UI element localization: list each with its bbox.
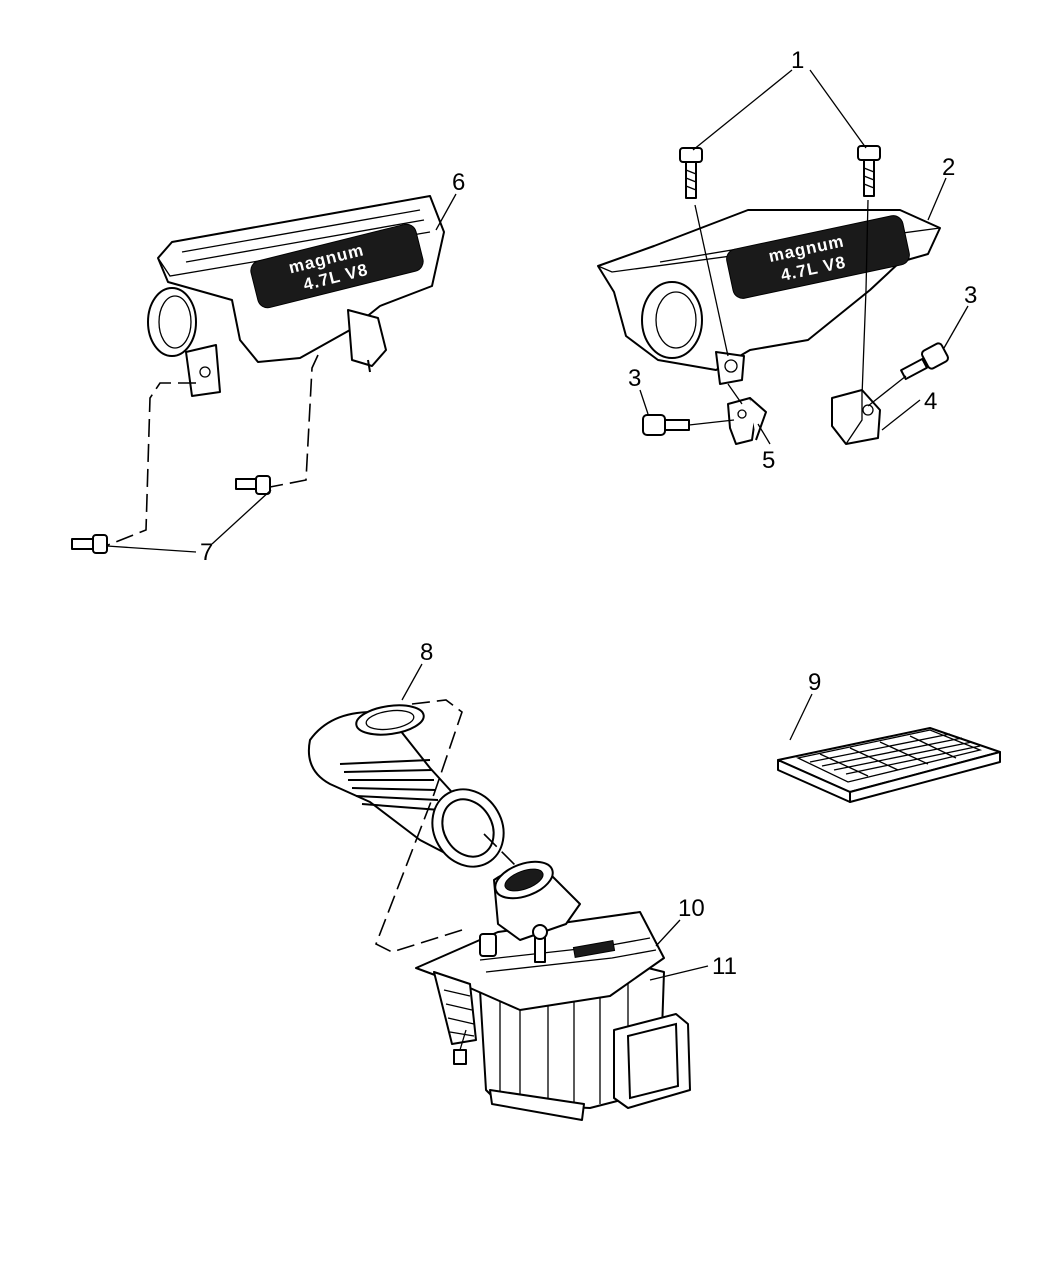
- callout-leader-7b: [211, 489, 272, 545]
- left-cover-intake-opening: [147, 287, 197, 357]
- bolt-3-right: [900, 342, 949, 381]
- intake-hose-8: [308, 704, 505, 868]
- left-bolt-routing-dash-1: [107, 382, 196, 546]
- callout-leader-1a: [692, 69, 793, 151]
- engine-cover-left: magnum 4.7L V8: [147, 195, 445, 397]
- right-cover-intake-opening: [641, 281, 703, 359]
- left-cover-badge-plate: [250, 223, 424, 309]
- bracket-4: [831, 389, 881, 445]
- callout-leader-10: [655, 919, 681, 947]
- callout-leader-11: [649, 965, 709, 981]
- callout-label-7: 7: [200, 539, 213, 566]
- intake-hose-link-dash: [483, 833, 521, 871]
- intake-hose-routing-dash: [374, 699, 463, 953]
- bolt-7-lower: [71, 534, 108, 554]
- intake-hose-8-clamp-end: [431, 788, 505, 868]
- callout-leader-3b: [943, 305, 969, 349]
- bolt-1-right-axis: [861, 199, 869, 397]
- callout-label-2: 2: [942, 154, 955, 181]
- callout-label-9: 9: [808, 669, 821, 696]
- bolt-3-left: [642, 414, 690, 436]
- engine-cover-right: magnum 4.7L V8: [597, 209, 941, 385]
- bracket-5-axis: [727, 383, 743, 405]
- callout-label-1: 1: [791, 47, 804, 74]
- callout-label-8: 8: [420, 639, 433, 666]
- callout-leader-7a: [106, 545, 197, 553]
- callout-leader-4: [881, 399, 921, 431]
- left-cover-bracket: [185, 344, 221, 397]
- air-filter-element-9: [777, 727, 1001, 803]
- callout-leader-5: [757, 423, 771, 445]
- callout-leader-9: [789, 693, 813, 741]
- callout-leader-2: [927, 177, 947, 221]
- callout-leader-3a: [639, 389, 649, 415]
- callout-label-6: 6: [452, 169, 465, 196]
- bolt-1-right: [857, 145, 881, 197]
- callout-label-4: 4: [924, 388, 937, 415]
- callout-label-3b: 3: [964, 282, 977, 309]
- callout-label-10: 10: [678, 895, 705, 922]
- bolt-1-left: [679, 147, 703, 199]
- air-cleaner-housing-10-11: [415, 860, 691, 1121]
- callout-leader-8: [401, 663, 423, 701]
- bolt-3-left-axis: [688, 419, 735, 426]
- callout-leader-1b: [809, 69, 867, 149]
- callout-label-5: 5: [762, 447, 775, 474]
- callout-label-11: 11: [712, 953, 737, 980]
- callout-label-3a: 3: [628, 365, 641, 392]
- callout-leader-6: [435, 193, 457, 231]
- bracket-5: [727, 397, 767, 445]
- bolt-7-upper: [235, 475, 271, 495]
- bolt-3-right-axis: [867, 375, 907, 407]
- left-bolt-routing-dash-2: [269, 354, 319, 488]
- right-cover-badge-plate: [726, 215, 910, 299]
- housing-side-outlet: [613, 1013, 691, 1109]
- bolt-1-left-axis: [694, 204, 729, 357]
